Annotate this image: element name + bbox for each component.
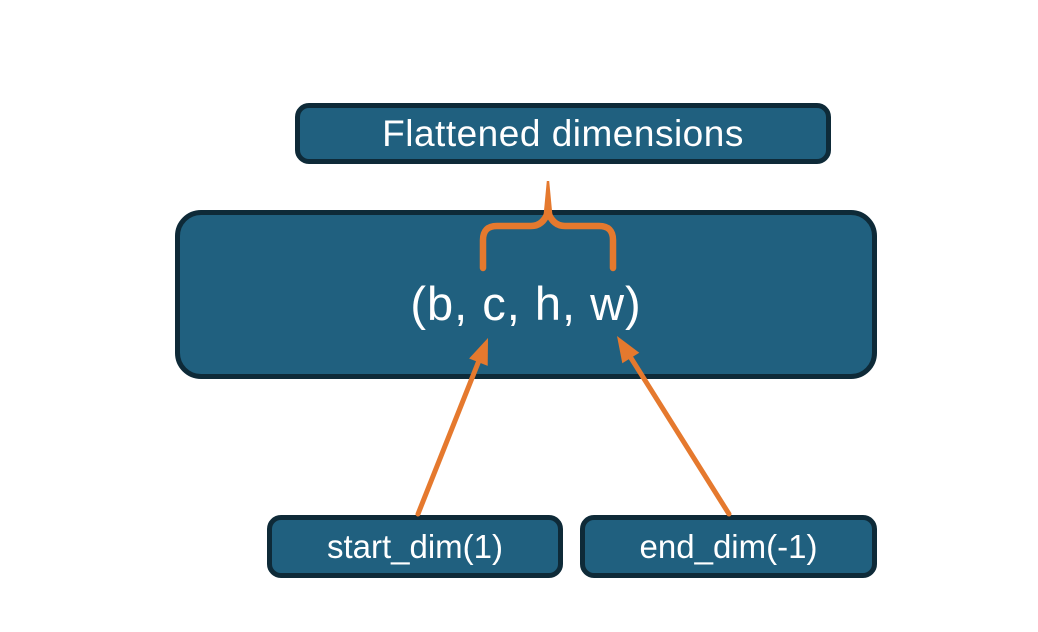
end-dim-arrow-line-icon bbox=[628, 355, 732, 517]
tensor-shape-box: (b, c, h, w) bbox=[175, 210, 877, 379]
start-dim-arrow-line-icon bbox=[415, 355, 483, 517]
flattened-dimensions-box: Flattened dimensions bbox=[295, 103, 831, 164]
flattened-dimensions-label: Flattened dimensions bbox=[382, 112, 744, 154]
end-dim-label: end_dim(-1) bbox=[639, 527, 818, 565]
start-dim-box: start_dim(1) bbox=[267, 515, 563, 578]
end-dim-box: end_dim(-1) bbox=[580, 515, 877, 578]
start-dim-label: start_dim(1) bbox=[326, 527, 504, 565]
tensor-shape-label: (b, c, h, w) bbox=[410, 277, 642, 330]
